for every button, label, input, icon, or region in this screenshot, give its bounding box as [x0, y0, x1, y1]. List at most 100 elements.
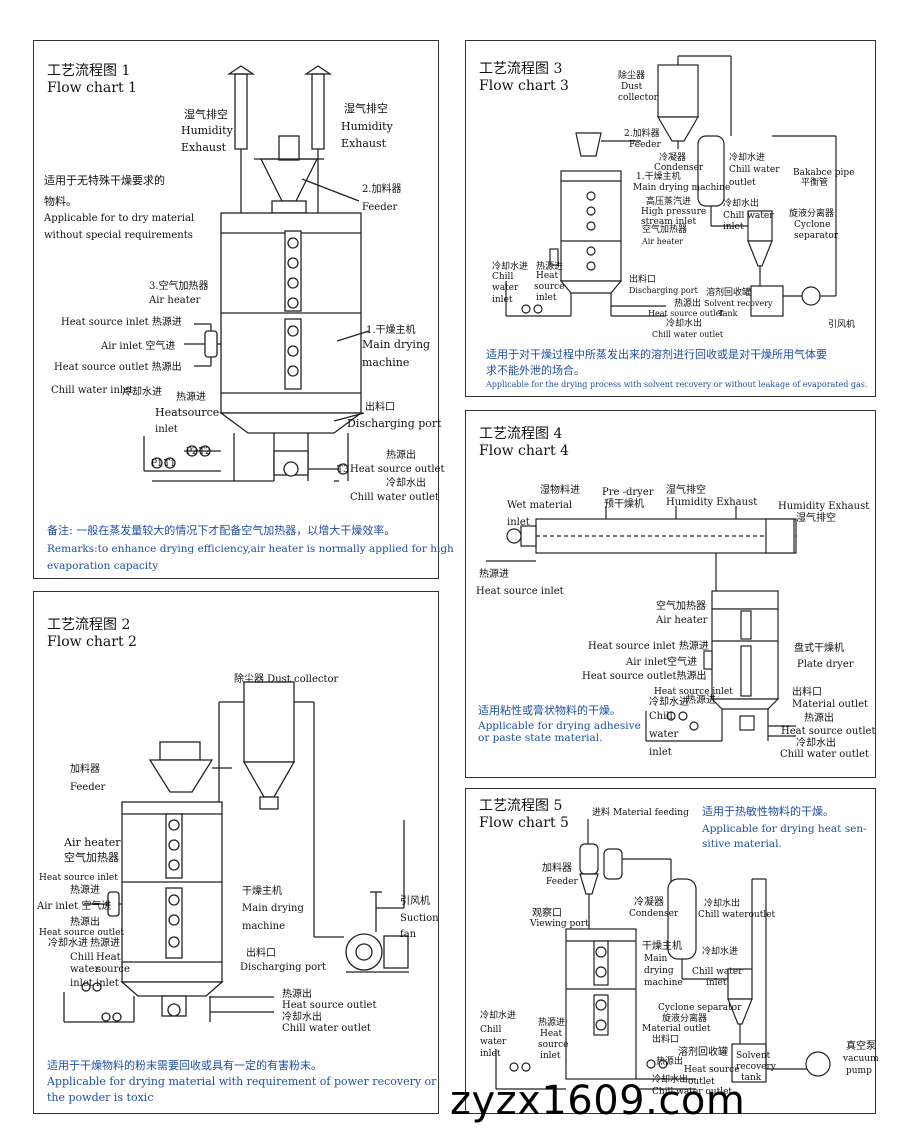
cyclone-cn: 旋液分离器 [789, 209, 835, 219]
air-heater-cn: 3.空气加热器 [149, 281, 209, 292]
main-cn: 1.干燥主机 [636, 172, 681, 182]
flow-chart-2-diagram [63, 681, 409, 1023]
balance-pipe-en: Bakabce pipe [793, 168, 855, 178]
humidity-en: Humidity Exhaust [666, 497, 758, 508]
main-drying-en-2: machine [242, 921, 286, 932]
cyclone-en-2: separator [794, 231, 839, 241]
note-en-1: Applicable for drying adhesive [478, 720, 641, 732]
condenser-en: Condenser [629, 909, 679, 919]
note-en-2: or paste state material. [478, 732, 603, 744]
humidity-right-en: Humidity Exhaust [778, 501, 870, 512]
chill-en-3: inlet [70, 978, 93, 989]
main-drying-cn: 1.干燥主机 [366, 325, 416, 336]
air-heater-en: Air heater [642, 237, 684, 246]
heat-out-en: Heat source outlet [282, 1000, 377, 1011]
heat-in-cn: 热源进 [90, 938, 120, 949]
heat-source-inlet: Heat source inlet 热源进 [61, 317, 182, 328]
steam-en-1: High pressure [641, 207, 707, 217]
note-en-1: Applicable for drying material with requ… [47, 1075, 437, 1088]
heat-en-1: Heat [96, 952, 121, 963]
plate-dryer-en: Plate dryer [797, 659, 854, 670]
vacuum-pump-en-2: pump [846, 1066, 872, 1076]
note-cn: 适用于干燥物料的粉末需要回收或具有一定的有害粉末。 [47, 1059, 322, 1072]
remark-en-1: Remarks:to enhance drying efficiency,air… [47, 543, 454, 555]
gauge-p2: P2 [186, 447, 198, 457]
heat-left-en-1: Heat [536, 271, 559, 281]
air-inlet: Air inlet 空气进 [101, 341, 176, 352]
gauge-t1: T1 [164, 459, 176, 469]
chart-2-title-cn: 工艺流程图 2 [47, 617, 131, 633]
chart-4-title-en: Flow chart 4 [479, 443, 569, 459]
flow-chart-3-diagram [505, 55, 837, 317]
heat-in-cn: 热源进 [479, 569, 509, 580]
material-outlet-en: Material outlet [642, 1024, 711, 1034]
chill-out-cn: 冷却水出 [723, 199, 760, 209]
chart-1-title-en: Flow chart 1 [47, 80, 137, 96]
hs-inlet: Heat source inlet 热源进 [588, 641, 709, 652]
gauge-t3: T3 [337, 465, 349, 475]
condenser-cn: 冷凝器 [634, 897, 664, 908]
heat-left-en-2: source [534, 282, 565, 292]
main-cn: 干燥主机 [642, 941, 682, 952]
chill-in-en-2: outlet [729, 178, 756, 188]
material-feeding: 进料 Material feeding [592, 808, 689, 818]
chill-en-2: water [649, 729, 679, 740]
tank-en-1: Solvent [736, 1051, 771, 1061]
note-cn-1: 适用于对干燥过程中所蒸发出来的溶剂进行回收或是对干燥所用气体要 [486, 348, 827, 361]
air-heater-cn: 空气加热器 [656, 601, 706, 612]
chart-5-title-en: Flow chart 5 [479, 815, 569, 831]
chill-out-bottom-en: Chill water outlet [652, 330, 724, 339]
chill-left-en-3: inlet [480, 1049, 501, 1059]
material-outlet-en: Material outlet [792, 699, 869, 710]
air-heater-en: Air heater [656, 615, 708, 626]
humidity-right-cn: 湿气排空 [796, 513, 836, 524]
flow-chart-5-panel: 工艺流程图 5 Flow chart 5 进料 Material feeding… [465, 788, 879, 1114]
chill-en-1: Chill [649, 711, 673, 722]
chill-left-cn: 冷却水进 [480, 1011, 517, 1021]
fan-en-2: fan [400, 929, 417, 940]
main-drying-cn: 干燥主机 [242, 886, 282, 897]
applicable-cn-2: 物料。 [44, 195, 77, 208]
chill-mid-cn: 冷却水进 [702, 947, 739, 957]
heat-source-out-cn: 热源出 [386, 450, 416, 461]
remark-cn: 备注: 一般在蒸发量较大的情况下才配备空气加热器，以增大干燥效率。 [47, 524, 396, 537]
heat-source-outlet-en: Heat source outlet [39, 928, 125, 938]
chill-out-bottom-en: Chill water outlet [652, 1087, 733, 1097]
tank-cn: 溶剂回收罐 [678, 1047, 728, 1058]
chill-out-cn: 冷却水出 [282, 1012, 322, 1023]
humidity-exhaust-left-en-1: Humidity [181, 124, 233, 137]
heat-en-3: inlet [96, 978, 119, 989]
steam-en-2: stream inlet [641, 217, 697, 227]
hs-inlet-2: Heat source inlet [654, 687, 733, 697]
air-heater-en: Air heater [64, 836, 121, 849]
chill-water-inlet: Chill water inlet [51, 385, 134, 396]
flow-chart-1-diagram [143, 65, 370, 482]
feeder-cn: 2.加料器 [362, 184, 402, 195]
chill-left-en-1: Chill [492, 272, 514, 282]
heat-out-en-1: Heat source [684, 1065, 740, 1075]
tank-en-3: tank [741, 1073, 762, 1083]
balance-pipe-cn: 平衡管 [801, 178, 829, 188]
heat-out-cn: 热源出 [804, 713, 834, 724]
heat-left-en-3: inlet [540, 1051, 561, 1061]
chill-top-cn: 冷却水出 [704, 899, 741, 909]
main-drying-en-1: Main drying [362, 338, 431, 351]
feeder-cn: 加料器 [70, 764, 100, 775]
fan-en-1: Suction [400, 913, 439, 924]
discharge-en: Discharging port [629, 286, 698, 295]
chart-3-title-cn: 工艺流程图 3 [479, 61, 563, 77]
viewing-port-cn: 观察口 [532, 908, 562, 919]
chill-left-en-3: inlet [492, 295, 513, 305]
heat-source-outlet: Heat source outlet 热源出 [54, 362, 182, 373]
plate-dryer-cn: 盘式干燥机 [794, 643, 844, 654]
main-en: Main drying machine [633, 183, 731, 193]
note-en: Applicable for the drying process with s… [486, 380, 868, 389]
chart-3-title-en: Flow chart 3 [479, 78, 569, 94]
wet-material-cn: 湿物料进 [540, 485, 580, 496]
applicable-en-1: Applicable for to dry material [44, 213, 195, 224]
heat-source-in-cn: 热源进 [176, 392, 206, 403]
wet-material-en-2: inlet [507, 517, 530, 528]
heat-out-cn: 热源出 [282, 989, 312, 1000]
predryer-cn: 预干燥机 [604, 499, 644, 510]
cyclone-cn: 旋液分离器 [662, 1014, 708, 1024]
